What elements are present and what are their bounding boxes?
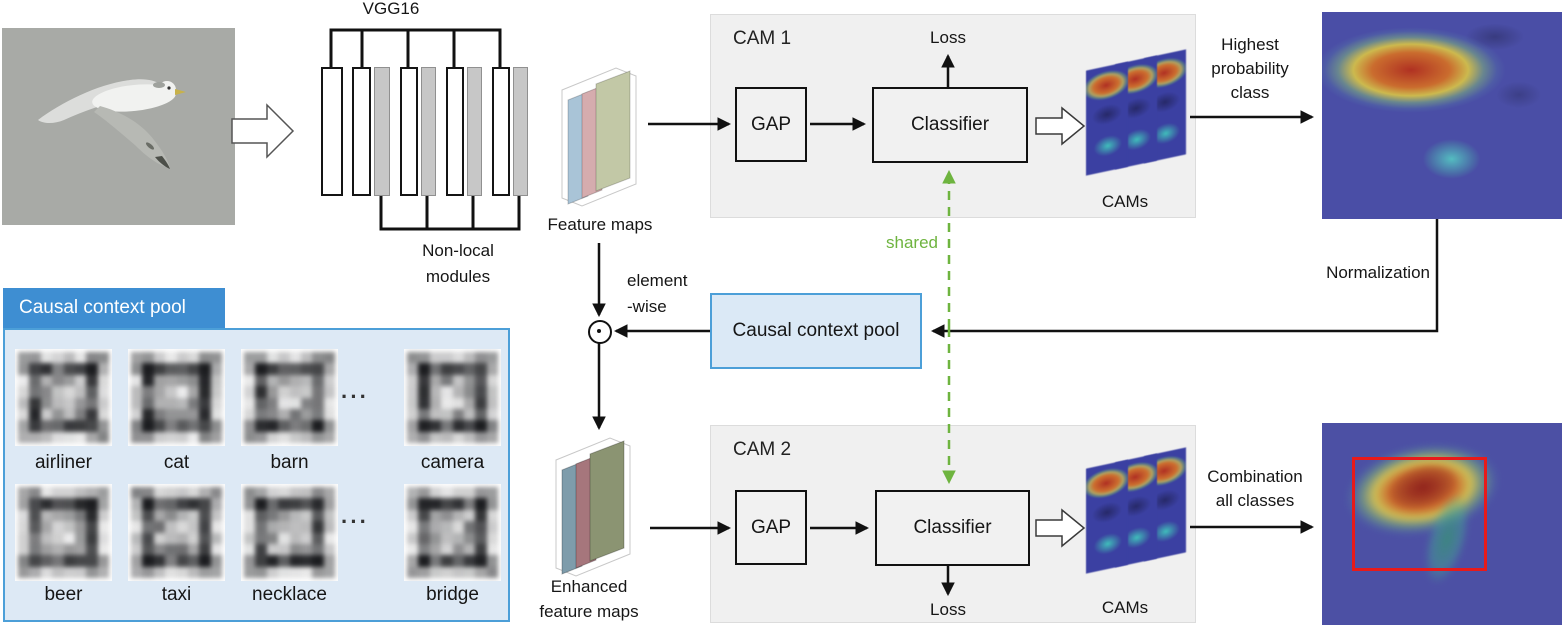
pool-item-label: bridge xyxy=(426,584,479,605)
pool-item-label: camera xyxy=(420,452,485,473)
cam1-title: CAM 1 xyxy=(733,28,792,49)
cams2-label: CAMs xyxy=(1101,598,1149,617)
pool-thumbnail xyxy=(404,349,501,446)
enhanced-feature-maps-stack xyxy=(555,437,631,577)
final-localization-heatmap xyxy=(1322,423,1562,625)
pool-ellipsis: ··· xyxy=(341,384,369,409)
causal-context-pool-panel: Causal context pool airliner cat barn camer… xyxy=(3,288,510,622)
normalization-label: Normalization xyxy=(1326,263,1430,282)
bird-lower-wing xyxy=(94,106,170,168)
bounding-box xyxy=(1352,457,1487,571)
non-local-module-bar xyxy=(374,67,390,196)
feature-maps-stack xyxy=(561,67,637,207)
non-local-module-bar xyxy=(513,67,528,196)
cams1-stack xyxy=(1086,49,1186,182)
pool-item-label: taxi xyxy=(161,584,192,605)
bird-body xyxy=(92,84,176,112)
bird-beak xyxy=(175,89,186,95)
cam2-title: CAM 2 xyxy=(733,439,792,460)
pool-thumbnail xyxy=(241,484,338,581)
shared-label: shared xyxy=(886,233,938,252)
vgg-conv-bar xyxy=(446,67,464,196)
cam-heatmap-card xyxy=(1086,459,1128,574)
non-local-module-bar xyxy=(467,67,482,196)
pool-thumbnail xyxy=(15,349,112,446)
enhanced-plane-green xyxy=(589,440,625,562)
bird-eye xyxy=(167,86,171,90)
vgg16-bracket xyxy=(329,28,502,67)
classifier1-box: Classifier xyxy=(872,87,1028,163)
vgg16-label: VGG16 xyxy=(362,0,420,18)
causal-context-pool-box: Causal context pool xyxy=(710,293,922,369)
gap2-box: GAP xyxy=(735,490,807,565)
cam-heatmap-card xyxy=(1086,61,1128,176)
pool-ellipsis: ··· xyxy=(341,509,369,534)
pool-thumbnail xyxy=(128,484,225,581)
pool-panel-title: Causal context pool xyxy=(3,288,225,328)
pool-item-label: necklace xyxy=(252,584,327,605)
feature-plane-green xyxy=(595,70,631,192)
non-local-label: Non-local modules xyxy=(422,241,494,286)
highest-probability-label: Highest probability class xyxy=(1211,35,1289,102)
vgg-conv-bar xyxy=(352,67,371,196)
element-wise-label: element -wise xyxy=(627,271,688,316)
bird-wingtip xyxy=(155,156,170,169)
highest-class-heatmap xyxy=(1322,12,1562,219)
feature-maps-label: Feature maps xyxy=(547,215,653,234)
pool-thumbnail xyxy=(241,349,338,446)
vgg-conv-bar xyxy=(400,67,418,196)
pool-thumbnail xyxy=(404,484,501,581)
vgg-conv-bar xyxy=(492,67,510,196)
combination-label: Combination all classes xyxy=(1207,467,1303,510)
pool-item-label: airliner xyxy=(34,452,93,473)
pool-panel-body: airliner cat barn camera ··· beer taxi necklace… xyxy=(3,328,510,622)
pool-item-label: beer xyxy=(44,584,83,605)
gap1-box: GAP xyxy=(735,87,807,162)
pool-thumbnail xyxy=(15,484,112,581)
non-local-bracket xyxy=(379,196,521,231)
input-bird-image xyxy=(2,28,235,225)
enhanced-feature-maps-label: Enhanced feature maps xyxy=(539,577,639,621)
input-block-arrow xyxy=(231,103,295,159)
element-wise-multiply-node xyxy=(588,320,612,344)
cams1-label: CAMs xyxy=(1101,192,1149,211)
loss2-label: Loss xyxy=(930,600,966,619)
classifier2-box: Classifier xyxy=(875,490,1030,566)
non-local-module-bar xyxy=(421,67,436,196)
pool-item-label: cat xyxy=(163,452,190,473)
vgg-conv-bar xyxy=(321,67,343,196)
loss1-label: Loss xyxy=(930,28,966,47)
cams2-stack xyxy=(1086,447,1186,580)
pool-thumbnail xyxy=(128,349,225,446)
pool-item-label: barn xyxy=(270,452,309,473)
